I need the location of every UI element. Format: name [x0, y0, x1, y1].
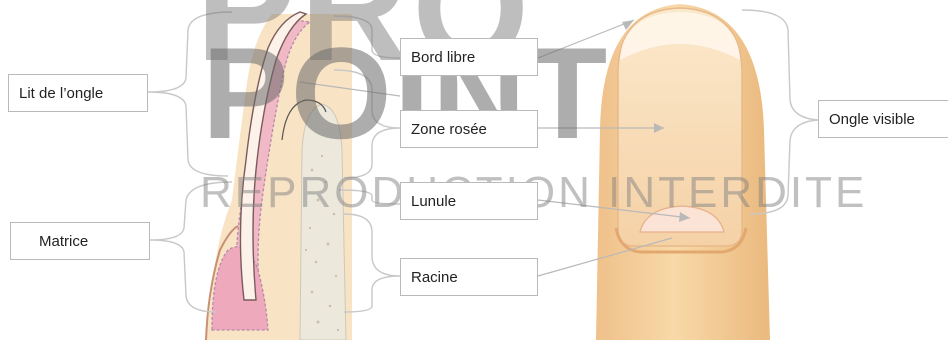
bone: [300, 104, 346, 340]
label-matrice: Matrice: [10, 222, 150, 260]
label-zone-rosee: Zone rosée: [400, 110, 538, 148]
finger-illustration: [596, 4, 770, 340]
label-ongle-visible: Ongle visible: [818, 100, 948, 138]
label-lunule: Lunule: [400, 182, 538, 220]
label-bord-libre: Bord libre: [400, 38, 538, 76]
label-lit-de-l-ongle: Lit de l’ongle: [8, 74, 148, 112]
label-racine: Racine: [400, 258, 538, 296]
brace-lit: [148, 12, 232, 176]
brace-racine: [344, 214, 400, 312]
